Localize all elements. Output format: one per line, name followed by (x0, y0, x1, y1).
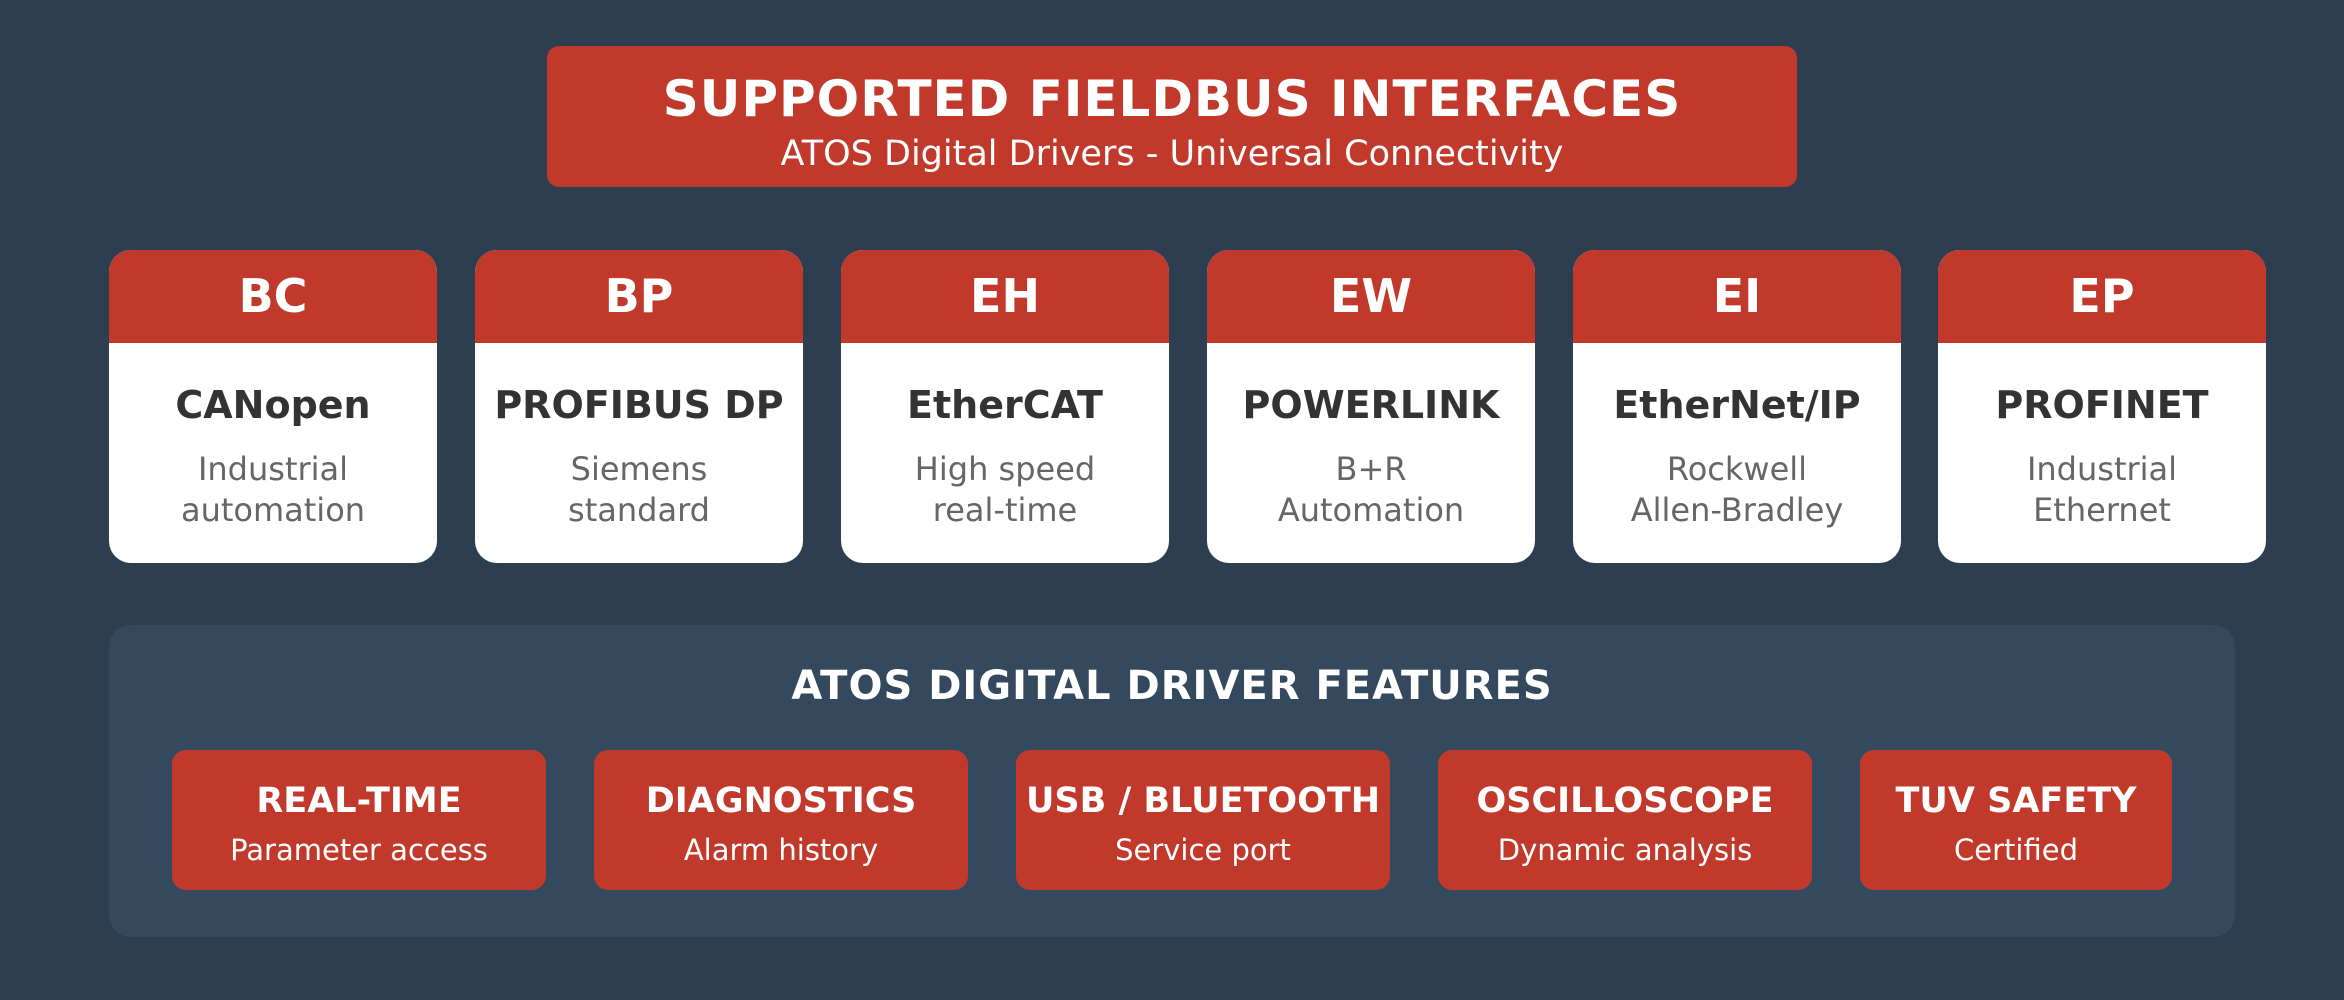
feature-desc: Service port (1115, 833, 1291, 867)
interface-name: PROFIBUS DP (494, 383, 784, 427)
features-panel: ATOS DIGITAL DRIVER FEATURES REAL-TIME P… (109, 625, 2235, 937)
interface-desc-line1: Siemens (570, 450, 708, 488)
feature-desc: Certified (1954, 833, 2078, 867)
feature-name: USB / BLUETOOTH (1025, 781, 1381, 821)
feature-usb-bluetooth: USB / BLUETOOTH Service port (1016, 750, 1390, 890)
feature-tuv-safety: TUV SAFETY Certified (1860, 750, 2172, 890)
page-title: SUPPORTED FIELDBUS INTERFACES (662, 70, 1682, 128)
interface-code: BC (109, 250, 437, 343)
interface-desc-line2: Automation (1277, 491, 1465, 529)
feature-oscilloscope: OSCILLOSCOPE Dynamic analysis (1438, 750, 1812, 890)
interface-desc-line1: Rockwell (1666, 450, 1808, 488)
interface-code: BP (475, 250, 803, 343)
interface-code: EW (1207, 250, 1535, 343)
feature-realtime: REAL-TIME Parameter access (172, 750, 546, 890)
feature-desc: Parameter access (230, 833, 488, 867)
interface-desc-line2: Ethernet (2033, 491, 2171, 529)
feature-name: TUV SAFETY (1895, 781, 2137, 821)
interface-desc-line2: Allen-Bradley (1630, 491, 1844, 529)
interface-name: EtherCAT (907, 383, 1103, 427)
interface-desc-line1: Industrial (2026, 450, 2178, 488)
interface-desc-line2: standard (568, 491, 710, 529)
feature-name: OSCILLOSCOPE (1476, 781, 1774, 821)
interface-name: CANopen (175, 383, 371, 427)
interface-desc-line2: automation (180, 491, 366, 529)
feature-desc: Dynamic analysis (1497, 833, 1753, 867)
feature-desc: Alarm history (683, 833, 879, 867)
interface-code: EP (1938, 250, 2266, 343)
page-subtitle: ATOS Digital Drivers - Universal Connect… (780, 134, 1564, 174)
interface-desc-line2: real-time (932, 491, 1078, 529)
interface-name: POWERLINK (1242, 383, 1500, 427)
interface-name: PROFINET (1995, 383, 2209, 427)
feature-name: REAL-TIME (256, 781, 462, 821)
interface-desc-line1: B+R (1335, 450, 1407, 488)
interface-name: EtherNet/IP (1613, 383, 1861, 427)
features-title: ATOS DIGITAL DRIVER FEATURES (791, 663, 1553, 709)
feature-name: DIAGNOSTICS (645, 781, 917, 821)
interface-code: EH (841, 250, 1169, 343)
title-banner: SUPPORTED FIELDBUS INTERFACES ATOS Digit… (547, 46, 1797, 187)
interface-desc-line1: High speed (914, 450, 1096, 488)
feature-diagnostics: DIAGNOSTICS Alarm history (594, 750, 968, 890)
interface-desc-line1: Industrial (197, 450, 349, 488)
interface-code: EI (1573, 250, 1901, 343)
